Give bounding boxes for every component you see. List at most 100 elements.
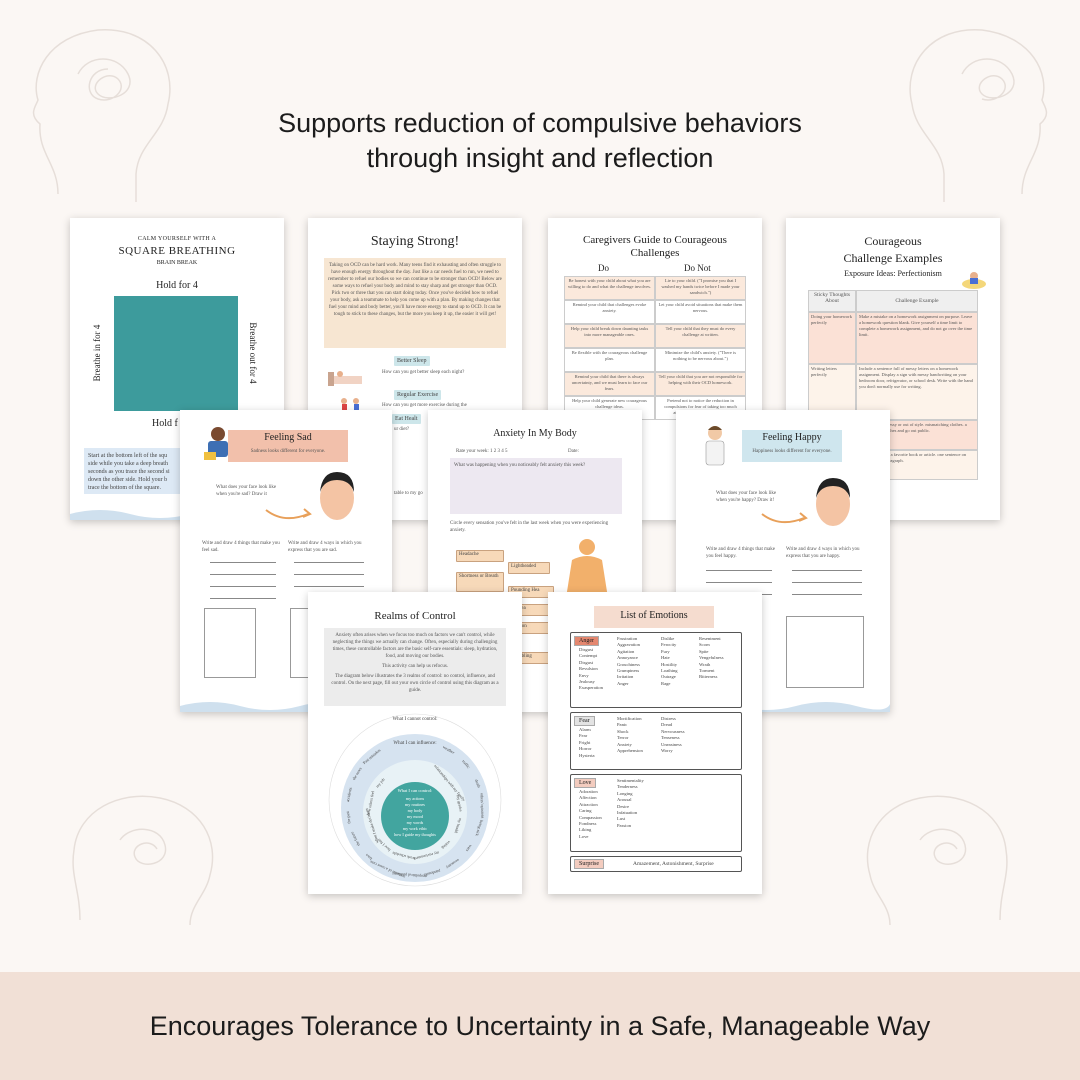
arrow-icon: [265, 508, 312, 520]
col-do-header: Do: [598, 263, 609, 273]
emotion-word: Adoration: [579, 789, 598, 794]
emotion-word: Tenderness: [617, 784, 638, 790]
sad-things-prompt: Write and draw 4 things that make you fe…: [202, 541, 280, 553]
breathe-out-label: Breathe out for 4: [248, 322, 258, 384]
realms-intro-box: Anxiety often arises when we focus too m…: [324, 628, 506, 706]
emotions-title: List of Emotions: [620, 610, 688, 621]
surprise-group: Surprise Amazement, Astonishment, Surpri…: [570, 856, 742, 872]
surprise-items: Amazement, Astonishment, Surprise: [633, 861, 714, 867]
realms-body-1: Anxiety often arises when we focus too m…: [332, 633, 498, 659]
happy-things-prompt: Write and draw 4 things that make you fe…: [706, 547, 775, 559]
eat-healthy-tag: Eat Healt: [392, 414, 421, 424]
cannot-control-item: the past: [345, 810, 352, 824]
can-influence-item: my health: [454, 818, 464, 835]
body-silhouette-icon: [566, 539, 608, 598]
emotion-word: Horror: [579, 746, 592, 752]
emotion-group-tag: Anger: [574, 636, 599, 646]
caregivers-dont-cell: Minimize the child's anxiety. ("There is…: [655, 348, 746, 372]
anxiety-title: Anxiety In My Body: [493, 428, 577, 439]
happy-drawing-box-2: [786, 616, 864, 688]
emotion-word: Aggravation: [617, 642, 640, 648]
courageous-title-2: Challenge Examples: [843, 251, 943, 265]
can-control-item: my work ethic: [403, 826, 427, 831]
emotion-word: Dislike: [661, 636, 675, 641]
regular-exercise-question: How can you get more exercise during the: [382, 403, 467, 408]
emotion-word: Outrage: [661, 674, 676, 680]
face-outline-icon: [816, 478, 850, 526]
courageous-subtitle: Exposure Ideas: Perfectionism: [844, 269, 942, 278]
emotion-word: Hate: [661, 655, 670, 661]
head-outline-icon-top-right: [909, 29, 1048, 202]
head-outline-icon-top-left: [32, 29, 171, 202]
goal-question: table to my go: [394, 491, 423, 496]
cannot-control-item: the future: [349, 831, 361, 847]
staying-strong-title: Staying Strong!: [370, 234, 460, 249]
can-influence-label: What I can influence:: [393, 741, 436, 746]
emotion-word: Terror: [617, 735, 629, 741]
square-breathing-title: SQUARE BREATHING: [118, 245, 236, 257]
footer-banner: Encourages Tolerance to Uncertainty in a…: [0, 972, 1080, 1080]
emotion-word: Shock: [617, 728, 629, 734]
happy-express-prompt: Write and draw 4 ways in which you expre…: [786, 547, 860, 559]
caregivers-dont-cell: Tell your child that you are not respons…: [655, 372, 746, 396]
can-control-item: my body: [408, 808, 424, 813]
can-influence-item: my job: [375, 777, 386, 789]
emotion-word: Ferocity: [661, 642, 677, 648]
page-caregivers-guide: Caregivers Guide to Courageous Challenge…: [548, 218, 762, 520]
realms-title: Realms of Control: [374, 610, 456, 622]
better-sleep-tag: Better Sleep: [394, 356, 430, 366]
happy-person-icon: [705, 426, 725, 466]
caregivers-title: Caregivers Guide to Courageous Challenge…: [583, 234, 727, 259]
sad-child-icon: [204, 427, 228, 460]
emotion-word: Desire: [617, 803, 629, 809]
emotion-word: Grouchiness: [617, 661, 640, 667]
emotion-word: Disgust: [579, 647, 594, 652]
regular-exercise-tag: Regular Exercise: [394, 390, 442, 400]
emotion-word: Grumpiness: [617, 668, 640, 673]
hold-bottom-label: Hold f: [152, 418, 178, 429]
cannot-control-label: What I cannot control:: [392, 717, 437, 722]
better-sleep-question: How can you get better sleep each night?: [382, 370, 465, 375]
emotion-word: Caring: [579, 808, 592, 814]
courageous-title-1: Courageous: [864, 234, 922, 248]
can-influence-item: voting: [441, 840, 452, 851]
emotion-word: Bitterness: [699, 674, 718, 680]
emotion-word: Fear: [579, 733, 588, 739]
cannot-control-item: laws: [364, 852, 373, 861]
emotion-word: Vengefulness: [699, 655, 724, 661]
breathing-square: [114, 296, 238, 411]
emotion-word: Rage: [661, 680, 671, 686]
emotion-word: Revulsion: [579, 666, 598, 672]
anxiety-circle-prompt: Circle every sensation you've felt in th…: [450, 521, 609, 533]
emotion-word: Loathing: [661, 668, 678, 673]
can-control-label: What I can control:: [398, 788, 433, 793]
emotion-word: Alarm: [579, 727, 591, 732]
emotion-word: Resentment: [699, 636, 721, 641]
caregivers-dont-cell: Tell your child that they must do every …: [655, 324, 746, 348]
emotion-word: Fright: [579, 739, 591, 745]
courageous-col-1-header: Sticky Thoughts About: [808, 290, 856, 312]
sad-drawing-box-1: [204, 608, 256, 678]
sad-face-question: What does your face look like when you'r…: [216, 485, 277, 497]
page-realms-of-control: Realms of Control Anxiety often arises w…: [308, 592, 522, 894]
square-breathing-kicker: CALM YOURSELF WITH A: [137, 236, 217, 242]
feeling-sad-title: Feeling Sad: [264, 432, 312, 443]
emotion-word: Envy: [579, 672, 589, 678]
emotion-word: Agitation: [617, 648, 635, 654]
feeling-happy-title: Feeling Happy: [762, 432, 822, 443]
emotion-word: Dread: [661, 722, 673, 728]
emotion-word: Longing: [617, 790, 633, 796]
emotion-word: Anxiety: [617, 741, 632, 747]
caregivers-do-cell: Be flexible with the courageous challeng…: [564, 348, 655, 372]
cannot-control-item: death: [474, 779, 482, 789]
can-control-item: my mood: [407, 814, 424, 819]
emotion-word: Panic: [617, 722, 628, 728]
emotion-word: Hysteria: [579, 752, 595, 758]
emotion-word: Scorn: [699, 642, 710, 648]
emotions-title-banner: [594, 606, 714, 628]
emotion-group-tag: Love: [574, 778, 597, 788]
realms-body-3: The diagram below illustrates the 3 real…: [331, 674, 499, 693]
feeling-sad-banner: [228, 430, 348, 462]
can-influence-item: how others feel: [365, 790, 375, 816]
